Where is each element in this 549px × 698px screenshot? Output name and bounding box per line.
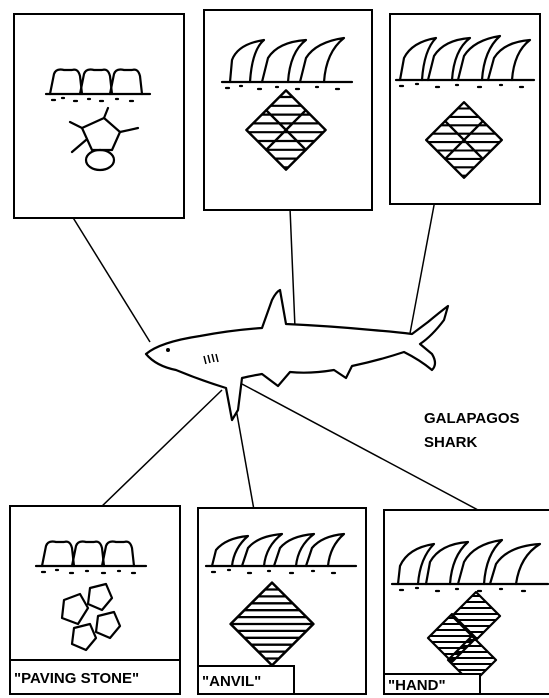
panel-label-paving-stone: "PAVING STONE" <box>14 670 139 687</box>
panel-head <box>14 14 184 218</box>
panel-anvil: "ANVIL" <box>198 508 366 694</box>
panel-hand: "HAND" <box>384 510 549 694</box>
panel-dorsal <box>204 10 372 210</box>
species-label-line2: SHARK <box>424 434 478 451</box>
panel-paving-stone: "PAVING STONE" <box>10 506 180 694</box>
shark-illustration <box>146 290 448 420</box>
panel-label-anvil: "ANVIL" <box>202 673 261 690</box>
panel-caudal <box>390 14 540 204</box>
species-label-line1: GALAPAGOS <box>424 410 520 427</box>
panel-label-hand: "HAND" <box>388 677 446 694</box>
